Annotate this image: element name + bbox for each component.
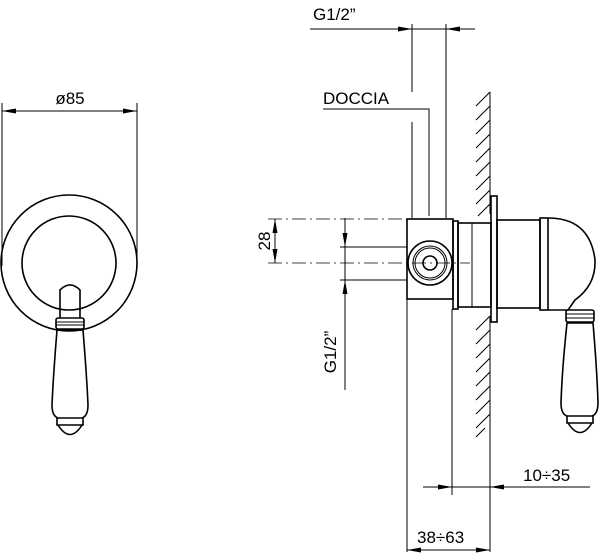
centre-offset-label: 28 — [255, 232, 274, 251]
wall-depth-label: 10÷35 — [523, 466, 570, 485]
valve-body — [406, 195, 596, 323]
diameter-label: ø85 — [55, 89, 84, 108]
cover-plate-outline — [0, 194, 138, 332]
side-connection-label: G1/2” — [321, 330, 340, 373]
lever-handle-front — [51, 284, 89, 436]
top-connection-dimension: G1/2” — [310, 5, 475, 218]
front-view: ø85 — [0, 89, 138, 436]
outlet-label: DOCCIA — [323, 89, 390, 108]
body-depth-dimension: 38÷63 — [407, 528, 490, 553]
side-connection-dimension: G1/2” — [321, 218, 348, 390]
wall-section — [475, 91, 491, 438]
lever-handle-side — [560, 309, 599, 434]
outlet-callout: DOCCIA — [323, 89, 430, 216]
diameter-dimension: ø85 — [1, 89, 138, 266]
side-view: G1/2” DOCCIA — [255, 5, 599, 553]
top-connection-label: G1/2” — [313, 5, 356, 24]
wall-depth-dimension: 10÷35 — [423, 466, 590, 490]
cover-plate-inner-ring — [21, 215, 117, 311]
body-depth-label: 38÷63 — [417, 528, 464, 547]
centre-offset-dimension: 28 — [255, 219, 278, 263]
